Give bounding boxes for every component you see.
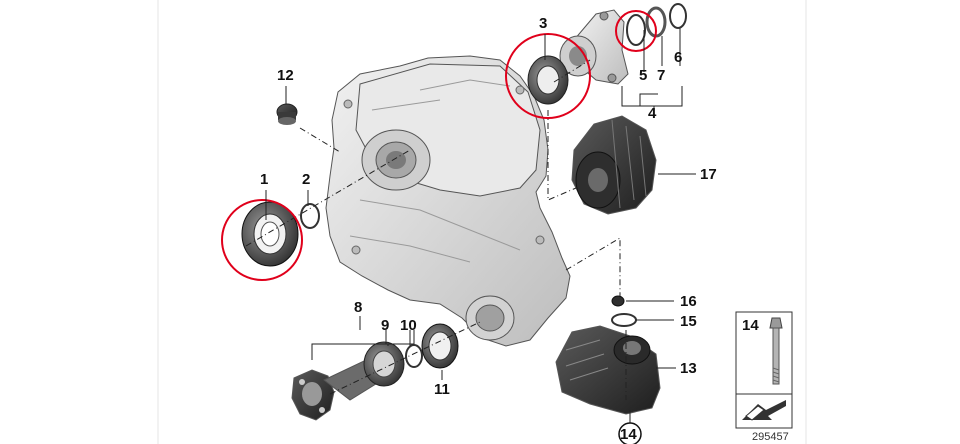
highlight-circle-o-ring-5 <box>615 10 657 52</box>
callout-14[interactable]: 14 <box>620 426 637 443</box>
output-flange-cover <box>559 9 629 85</box>
callout-12[interactable]: 12 <box>277 67 294 84</box>
direction-arrow-icon <box>742 400 786 421</box>
leader-lines <box>265 28 696 424</box>
callout-11[interactable]: 11 <box>434 381 450 398</box>
highlight-circle-seal-1 <box>221 199 303 281</box>
screw-plug-12 <box>276 103 298 125</box>
callout-13[interactable]: 13 <box>680 360 697 377</box>
inset-part-14: 14 <box>735 311 793 429</box>
callout-8[interactable]: 8 <box>354 299 362 316</box>
highlight-circle-seal-3 <box>505 33 591 119</box>
callout-2[interactable]: 2 <box>302 171 310 188</box>
callout-3[interactable]: 3 <box>539 15 547 32</box>
snap-ring-6 <box>669 3 687 29</box>
callout-6[interactable]: 6 <box>674 49 682 66</box>
callouts: 1 2 3 4 5 6 7 8 9 10 11 12 13 15 16 17 1… <box>260 15 717 444</box>
callout-15[interactable]: 15 <box>680 313 697 330</box>
highlight-circles <box>221 10 657 281</box>
callout-14-circle <box>618 422 642 444</box>
inset-label: 14 <box>742 317 759 334</box>
actuator-gear-17 <box>571 115 657 215</box>
o-ring-15 <box>611 313 637 327</box>
callout-9[interactable]: 9 <box>381 317 389 334</box>
o-ring-5 <box>626 14 646 46</box>
o-ring-2 <box>300 203 320 229</box>
assembly-axes <box>245 59 627 400</box>
diagram-number: 295457 <box>752 431 789 443</box>
bolt-icon <box>769 317 783 385</box>
shaft-seal-3 <box>527 55 569 105</box>
transfer-case-housing <box>325 55 571 347</box>
callout-7[interactable]: 7 <box>657 67 665 84</box>
callout-4[interactable]: 4 <box>648 105 657 122</box>
screw-16 <box>611 295 625 307</box>
callout-10[interactable]: 10 <box>400 317 417 334</box>
callout-5[interactable]: 5 <box>639 67 647 84</box>
callout-16[interactable]: 16 <box>680 293 697 310</box>
callout-17[interactable]: 17 <box>700 166 717 183</box>
callout-1[interactable]: 1 <box>260 171 268 188</box>
snap-ring-10 <box>405 344 423 368</box>
shaft-seal-11 <box>421 323 459 369</box>
output-flange-8 <box>291 359 393 421</box>
shaft-seal-1 <box>241 201 299 267</box>
actuator-motor-13 <box>555 325 661 415</box>
ball-bearing-9 <box>363 341 405 387</box>
